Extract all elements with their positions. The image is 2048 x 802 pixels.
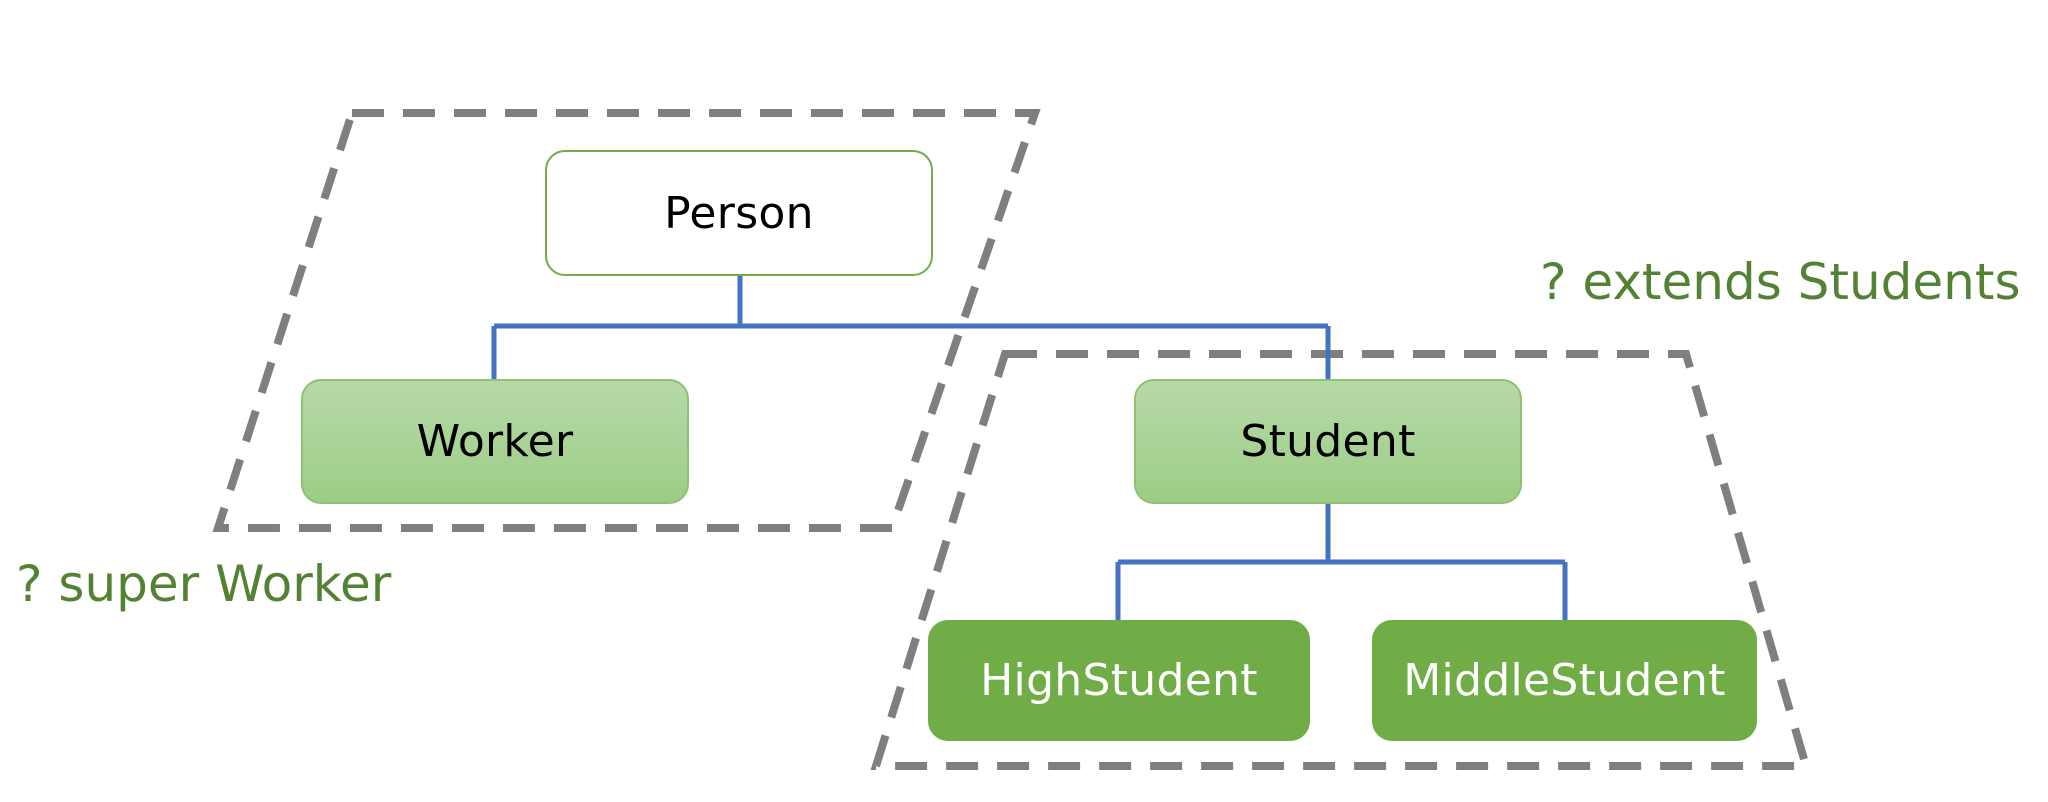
student-node: Student [1134,379,1522,504]
super-bound-label: ? super Worker [16,555,392,613]
student-connectors [1115,504,1568,620]
extends-bound-label: ? extends Students [1540,253,2021,311]
super-bound-region [212,109,1041,532]
person-connectors [491,276,1331,379]
person-node: Person [545,150,933,276]
high-student-node: HighStudent [928,620,1310,741]
middle-student-node: MiddleStudent [1372,620,1757,741]
worker-node: Worker [301,379,689,504]
